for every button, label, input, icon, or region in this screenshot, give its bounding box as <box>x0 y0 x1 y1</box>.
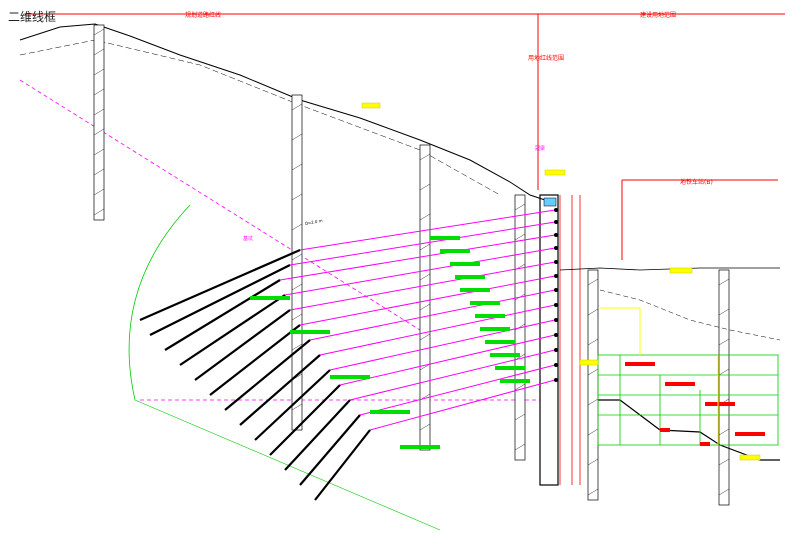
pile-cap-label: 冠梁 <box>535 145 545 152</box>
slip-surface <box>19 79 421 331</box>
excavation-base <box>598 399 780 461</box>
anchor-7 <box>224 339 311 411</box>
stake-6 <box>718 269 730 506</box>
anchor-6 <box>209 324 301 396</box>
pile-cap <box>543 197 557 207</box>
yellow-notes <box>361 102 761 461</box>
anchor-9 <box>254 369 331 441</box>
anchor-bars <box>139 248 371 501</box>
anchor-4 <box>179 294 286 366</box>
mid-property-label: 用地红线范围 <box>528 54 564 62</box>
anchor-cables <box>279 209 556 431</box>
anchor-5 <box>194 309 291 381</box>
anchor-11 <box>284 399 351 471</box>
anchor-8 <box>239 354 321 426</box>
rock-layer-line <box>19 39 501 196</box>
anchor-callouts <box>250 236 530 449</box>
right-property-label: 建设用地范围 <box>640 11 676 19</box>
anchor-10 <box>269 384 341 456</box>
slope-length: Q=2.0 m <box>304 218 323 226</box>
anchor-1 <box>139 248 301 322</box>
anchor-3 <box>164 279 281 351</box>
stake-2 <box>291 94 303 431</box>
right-ground <box>559 267 780 271</box>
right-grid <box>597 354 779 446</box>
right-span-label: 地铁车站(B) <box>680 178 713 186</box>
anchor-12 <box>299 414 361 486</box>
stake-1 <box>93 24 105 221</box>
left-property-label: 规划道路红线 <box>185 11 221 19</box>
right-markers <box>625 362 765 446</box>
anchor-13 <box>314 429 371 501</box>
retaining-wall <box>539 194 559 486</box>
slope-arc <box>128 204 191 401</box>
anchor-2 <box>149 264 291 336</box>
stake-5 <box>587 269 599 501</box>
view-title: 二维线框 <box>8 10 57 24</box>
anchor-heads <box>554 208 558 382</box>
zone-mark: 基坑 <box>243 235 253 242</box>
stake-3 <box>419 144 431 451</box>
